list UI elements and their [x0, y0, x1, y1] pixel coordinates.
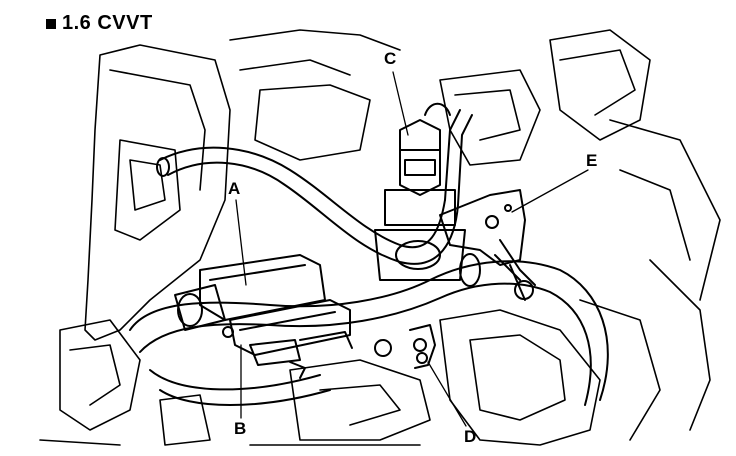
upper-hose	[156, 109, 473, 265]
callout-d: D	[464, 427, 477, 446]
engine-block-outline	[39, 29, 721, 446]
bracket-e	[439, 189, 536, 301]
diagram-title: 1.6 CVVT	[46, 12, 153, 35]
leader-lines	[235, 71, 589, 427]
title-text: 1.6 CVVT	[62, 12, 153, 34]
title-bullet-icon	[46, 18, 56, 29]
callout-a: A	[228, 179, 241, 198]
callout-b: B	[234, 419, 247, 438]
bolt-d	[374, 324, 436, 369]
solenoid-valve-assembly	[174, 254, 353, 379]
callout-c: C	[384, 49, 397, 68]
connector-c	[374, 102, 466, 281]
lower-hose	[129, 253, 609, 406]
callout-e: E	[586, 151, 598, 170]
